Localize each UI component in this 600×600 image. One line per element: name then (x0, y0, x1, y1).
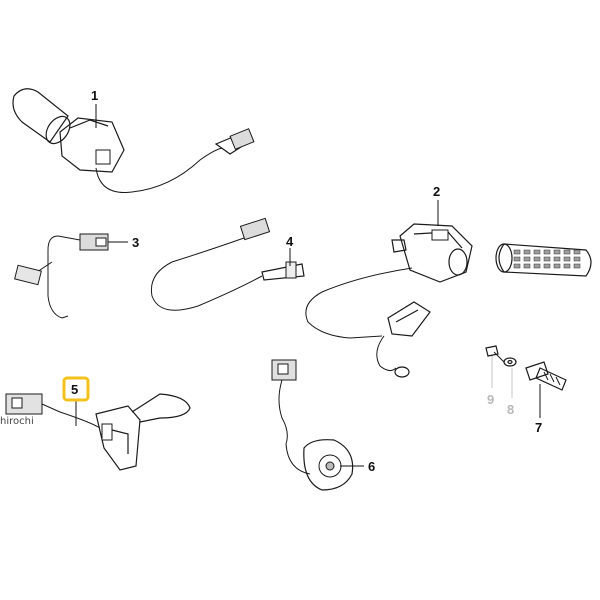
part-6-rotary-switch (271, 359, 354, 491)
grip-texture-block (523, 249, 531, 255)
grip-texture-block (533, 249, 541, 255)
part-5-bracket-cable (5, 393, 191, 471)
grip-texture-block (563, 256, 571, 262)
grip-texture-block (513, 263, 521, 269)
grip-texture-block (543, 263, 551, 269)
grip-texture-block (533, 263, 541, 269)
part-2-heated-grip-switch-right (305, 223, 473, 378)
callout-8: 8 (507, 402, 514, 417)
part-3-switch-with-cable (14, 233, 109, 319)
callout-7: 7 (535, 420, 542, 435)
part-8-washer (503, 357, 517, 367)
watermark: hirochi (0, 416, 34, 427)
callout-9: 9 (487, 392, 494, 407)
callout-2: 2 (433, 184, 440, 199)
callout-5: 5 (71, 382, 78, 397)
grip-rubber-right (495, 243, 592, 277)
grip-texture-block (553, 249, 561, 255)
part-1-heated-grip-left (12, 88, 255, 193)
grip-texture-block (543, 249, 551, 255)
callout-1: 1 (91, 88, 98, 103)
grip-texture-block (523, 256, 531, 262)
part-4-sensor-cable (150, 217, 305, 311)
grip-texture-block (553, 263, 561, 269)
grip-texture-block (563, 249, 571, 255)
grip-texture-block (573, 263, 581, 269)
grip-texture-block (573, 256, 581, 262)
grip-texture-block (513, 249, 521, 255)
callout-5-highlight-box (62, 376, 90, 402)
part-9-screw (485, 345, 505, 363)
grip-texture-block (563, 263, 571, 269)
callout-4: 4 (286, 234, 294, 249)
grip-texture-block (573, 249, 581, 255)
grip-texture-block (553, 256, 561, 262)
grip-texture-block (513, 256, 521, 262)
grip-texture-block (523, 263, 531, 269)
callout-6: 6 (368, 459, 375, 474)
part-7-bolt (525, 361, 567, 391)
callout-3: 3 (132, 235, 139, 250)
grip-texture-block (533, 256, 541, 262)
grip-texture-block (543, 256, 551, 262)
